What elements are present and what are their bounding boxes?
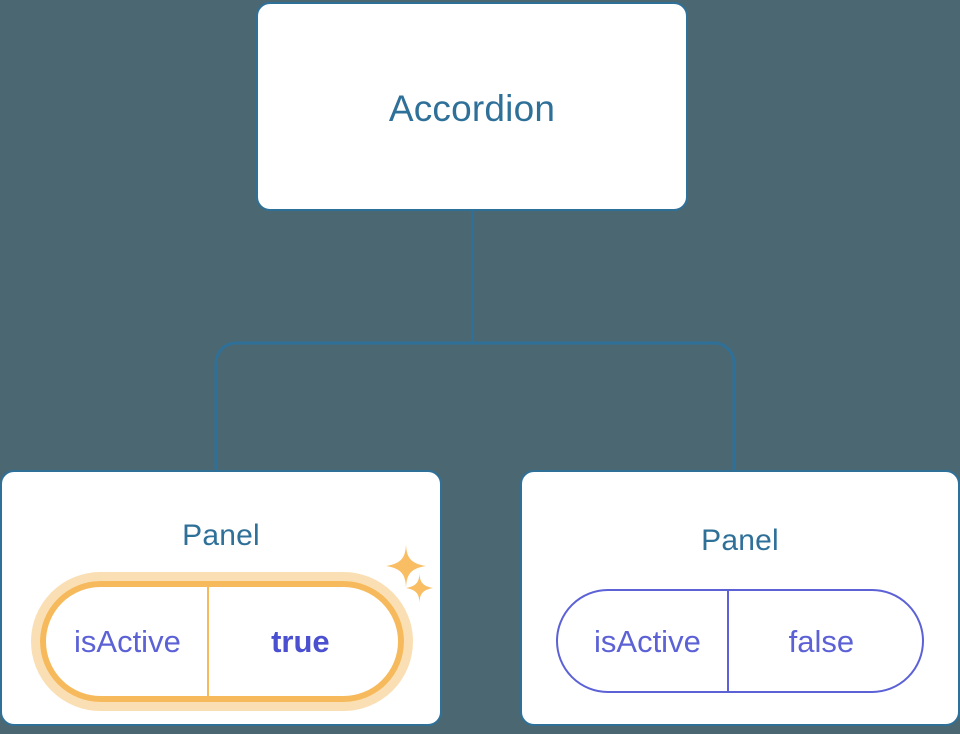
node-panel-left-title: Panel — [182, 519, 260, 552]
prop-key-label: isActive — [594, 623, 701, 659]
sparkle-icon — [406, 573, 433, 603]
prop-value-label: false — [726, 591, 922, 691]
node-accordion[interactable]: Accordion — [256, 2, 688, 211]
sparkle-icon — [386, 544, 426, 588]
node-panel-right-title: Panel — [701, 524, 779, 557]
prop-pill-isactive-false[interactable]: isActive false — [556, 589, 924, 693]
prop-value-label: true — [206, 587, 398, 696]
prop-key-label: isActive — [74, 624, 181, 659]
prop-pill-highlight-glow — [31, 572, 413, 711]
prop-pill-isactive-true[interactable]: isActive true — [40, 581, 404, 702]
connector-branch-left — [214, 341, 473, 471]
prop-pill-left-wrapper: isActive true — [31, 572, 413, 711]
node-accordion-title: Accordion — [388, 88, 556, 129]
connector-branch-right — [472, 341, 736, 471]
